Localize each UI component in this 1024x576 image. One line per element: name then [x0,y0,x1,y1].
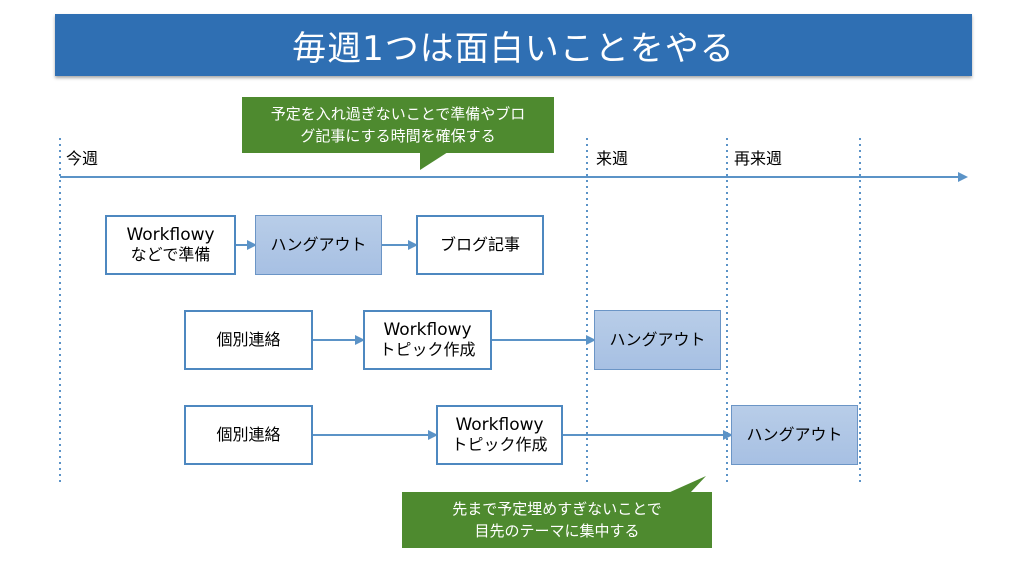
box-hangout-1-label: ハングアウト [270,235,367,254]
box-prep-line1: Workflowy [126,225,215,245]
box-topic-2-line2: トピック作成 [451,435,548,454]
box-hangout-2-label: ハングアウト [609,330,706,349]
callout-bottom: 先まで予定埋めすぎないことで 目先のテーマに集中する [402,492,712,548]
box-hangout-3-label: ハングアウト [746,425,843,444]
box-hangout-3: ハングアウト [731,405,858,465]
callout-bottom-pointer [668,476,706,493]
box-prep-line2: などで準備 [130,245,211,264]
box-contact-1: 個別連絡 [184,310,313,370]
box-hangout-2: ハングアウト [594,310,721,370]
box-contact-2-label: 個別連絡 [216,425,281,444]
title-bar: 毎週1つは面白いことをやる [55,14,972,76]
box-topic-1: Workflowy トピック作成 [363,310,492,370]
box-topic-2: Workflowy トピック作成 [436,405,563,465]
box-contact-1-label: 個別連絡 [216,330,281,349]
callout-top: 予定を入れ過ぎないことで準備やブロ グ記事にする時間を確保する [242,97,554,153]
box-prep: Workflowy などで準備 [105,215,236,275]
box-hangout-1: ハングアウト [255,215,382,275]
box-blog-post-label: ブログ記事 [439,235,520,254]
box-topic-1-line2: トピック作成 [379,340,476,359]
box-topic-1-line1: Workflowy [383,320,472,340]
box-contact-2: 個別連絡 [184,405,313,465]
slide-title: 毎週1つは面白いことをやる [292,28,735,69]
box-blog-post: ブログ記事 [416,215,544,275]
week-label-this: 今週 [66,149,99,168]
box-topic-2-line1: Workflowy [455,415,544,435]
callout-top-pointer [420,152,448,170]
week-label-after-next: 再来週 [734,149,783,168]
week-label-next: 来週 [596,149,629,168]
